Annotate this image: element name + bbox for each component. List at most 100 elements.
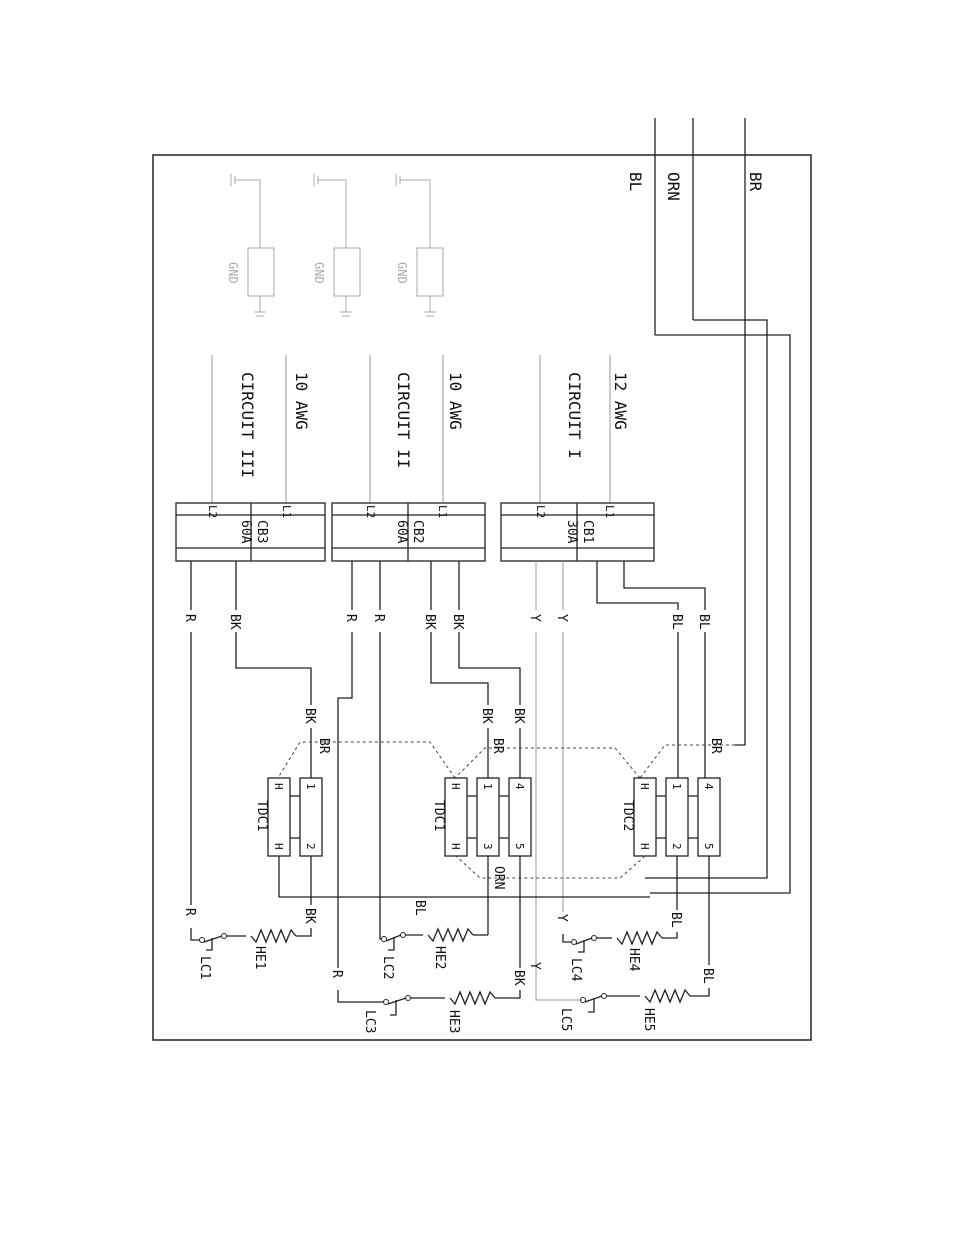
cb2-l1: L1 xyxy=(436,505,449,518)
bl-bus-label: BL xyxy=(412,900,427,916)
cb2-label-bk-b: BK xyxy=(422,614,437,630)
cb2-label-r-b: R xyxy=(343,614,358,622)
orn-label: ORN xyxy=(491,866,506,889)
heater-he5-circuit: HE5 LC5 xyxy=(536,988,709,1031)
cb2-rating: 60A xyxy=(394,520,409,544)
br-label-2: BR xyxy=(490,738,505,754)
br-dashed-mid xyxy=(455,748,640,778)
br-label-3: BR xyxy=(316,738,331,754)
heater-he1-circuit: HE1 LC1 xyxy=(191,928,311,979)
feed-br-route xyxy=(735,320,745,745)
circuit-2-awg: 10 AWG xyxy=(446,372,465,430)
circuit-3-name: CIRCUIT III xyxy=(238,372,257,478)
bl-bus xyxy=(279,856,650,897)
he5-label: HE5 xyxy=(641,1008,656,1031)
cb3-label-bk: BK xyxy=(227,614,242,630)
gnd-label-3: GND xyxy=(226,262,240,284)
tdc3-pin-2: 2 xyxy=(670,843,683,850)
circuit-1-awg: 12 AWG xyxy=(611,372,630,430)
gnd-group-1: GND xyxy=(395,174,443,316)
cb3-label-r: R xyxy=(182,614,197,622)
he3-label: HE3 xyxy=(446,1010,461,1033)
tdc2-bk-label-a: BK xyxy=(479,708,494,724)
cb2-name: CB2 xyxy=(410,520,425,543)
circuit-3-awg: 10 AWG xyxy=(292,372,311,430)
he3-r-label: R xyxy=(329,970,344,978)
he5-bl-label: BL xyxy=(700,968,715,984)
heater-he4-circuit: HE4 LC4 xyxy=(563,932,677,982)
breaker-cb2: L1 L2 CB2 60A xyxy=(332,503,485,561)
cb1-label-bl-b: BL xyxy=(669,614,684,630)
tdc3-pin-4: 4 xyxy=(702,783,715,790)
cb1-l1: L1 xyxy=(603,505,616,518)
tdc1-pin-h-top: H xyxy=(272,783,285,790)
feed-orn-label: ORN xyxy=(664,172,683,201)
breaker-cb1: L1 L2 CB1 30A xyxy=(501,503,654,561)
feed-br-label: BR xyxy=(746,172,765,192)
cb1-wire-b xyxy=(597,561,678,610)
tdc2-pin-5: 5 xyxy=(513,843,526,850)
he4-y-label: Y xyxy=(554,914,569,922)
circuit-2-name: CIRCUIT II xyxy=(394,372,413,468)
cb3-rating: 60A xyxy=(238,520,253,544)
diagram-frame xyxy=(153,155,811,1040)
tdc1-pin-1: 1 xyxy=(304,783,317,790)
cb2-r-b-route xyxy=(338,632,352,968)
cb1-rating: 30A xyxy=(564,520,579,544)
tdc2-pin-4: 4 xyxy=(513,783,526,790)
tdc2-pin-h-top: H xyxy=(449,783,462,790)
tdc-block-1: H H 1 2 TDC1 xyxy=(254,778,322,856)
tdc2-label: TDC1 xyxy=(431,800,446,831)
tdc3-pin-h-bot: H xyxy=(638,843,651,850)
tdc2-pin-1: 1 xyxy=(481,783,494,790)
heater-he2-circuit: HE2 LC2 xyxy=(380,912,488,979)
lc1-label: LC1 xyxy=(197,956,212,979)
gnd-label-1: GND xyxy=(395,262,409,284)
tdc2-pin-3: 3 xyxy=(481,843,494,850)
orn-dashed xyxy=(456,856,645,878)
br-dashed-left xyxy=(278,742,455,778)
heater-he3-circuit: HE3 LC3 xyxy=(338,990,520,1033)
cb2-l2: L2 xyxy=(364,505,377,518)
tdc1-pin-2: 2 xyxy=(304,843,317,850)
cb2-label-r-a: R xyxy=(371,614,386,622)
cb2-label-bk-a: BK xyxy=(450,614,465,630)
he2-label: HE2 xyxy=(432,946,447,969)
he4-label: HE4 xyxy=(626,948,641,972)
br-label-1: BR xyxy=(708,738,723,754)
tdc1-pin-h-bot: H xyxy=(272,843,285,850)
cb1-label-bl-a: BL xyxy=(696,614,711,630)
lc5-label: LC5 xyxy=(558,1008,573,1031)
tdc3-label: TDC2 xyxy=(620,800,635,831)
cb3-name: CB3 xyxy=(254,520,269,543)
cb1-label-y-a: Y xyxy=(554,614,569,622)
feed-bl-label: BL xyxy=(626,172,645,191)
he5-y-label: Y xyxy=(527,962,542,970)
tdc2-bk-label-b: BK xyxy=(511,708,526,724)
tdc1-bk-label: BK xyxy=(302,708,317,724)
cb3-l2: L2 xyxy=(206,505,219,518)
tdc1-label: TDC1 xyxy=(254,800,269,831)
tdc-block-2: H H 1 3 4 5 TDC1 xyxy=(431,778,531,856)
he1-r-label: R xyxy=(182,908,197,916)
tdc3-pin-1: 1 xyxy=(670,783,683,790)
lc4-label: LC4 xyxy=(568,958,583,982)
circuit-1-name: CIRCUIT I xyxy=(565,372,584,459)
tdc3-pin-h-top: H xyxy=(638,783,651,790)
cb1-label-y-b: Y xyxy=(527,614,542,622)
tdc2-pin-h-bot: H xyxy=(449,843,462,850)
he3-bk-label: BK xyxy=(511,970,526,986)
tdc3-pin-5: 5 xyxy=(702,843,715,850)
gnd-label-2: GND xyxy=(312,262,326,284)
cb1-l2: L2 xyxy=(534,505,547,518)
lc2-label: LC2 xyxy=(380,956,395,979)
cb3-bk-route xyxy=(236,632,311,705)
cb2-bk-a-route xyxy=(459,632,520,705)
gnd-group-2: GND xyxy=(312,174,360,316)
cb1-name: CB1 xyxy=(580,520,595,543)
he4-bl-label: BL xyxy=(668,912,683,928)
gnd-group-3: GND xyxy=(226,174,274,316)
he1-bk-label: BK xyxy=(302,908,317,924)
he1-label: HE1 xyxy=(252,946,267,969)
